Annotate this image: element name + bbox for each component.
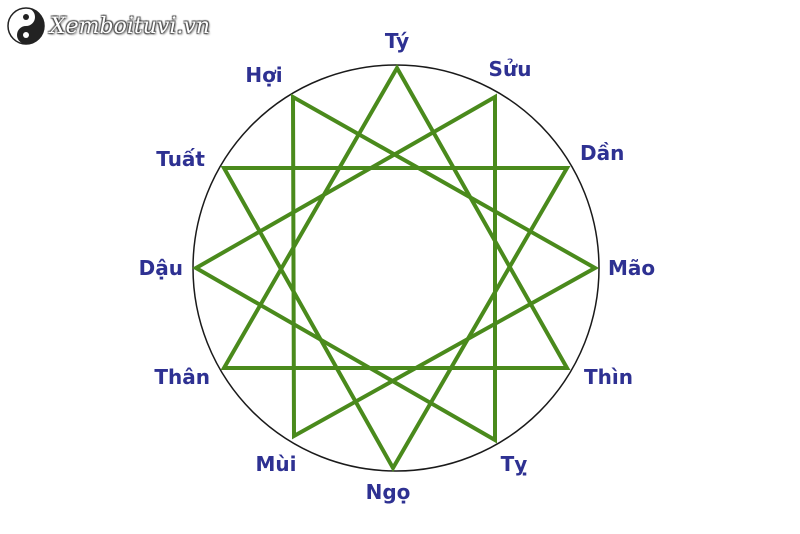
node-label-mui: Mùi (256, 452, 297, 476)
node-label-suu: Sửu (489, 57, 532, 81)
node-label-than: Thân (154, 365, 210, 389)
triangle-2 (191, 93, 497, 444)
watermark: Xemboituvi.vn (6, 6, 210, 46)
node-label-hoi: Hợi (245, 63, 282, 87)
outer-circle (192, 64, 600, 472)
node-label-ngo: Ngọ (366, 480, 411, 504)
node-label-ty_rat: Tý (385, 29, 409, 53)
node-label-tuat: Tuất (156, 147, 205, 171)
node-label-thin: Thìn (584, 365, 633, 389)
triangle-1 (220, 63, 571, 370)
node-label-ty_snake: Tỵ (501, 452, 528, 476)
star-lines (191, 63, 600, 473)
watermark-text: Xemboituvi.vn (50, 13, 210, 39)
node-label-mao: Mão (608, 256, 655, 280)
triangle-3 (220, 166, 571, 473)
triangle-4 (290, 93, 600, 440)
node-label-dau: Dậu (139, 256, 183, 280)
node-label-dan: Dần (580, 141, 624, 165)
yin-yang-icon (7, 7, 45, 45)
